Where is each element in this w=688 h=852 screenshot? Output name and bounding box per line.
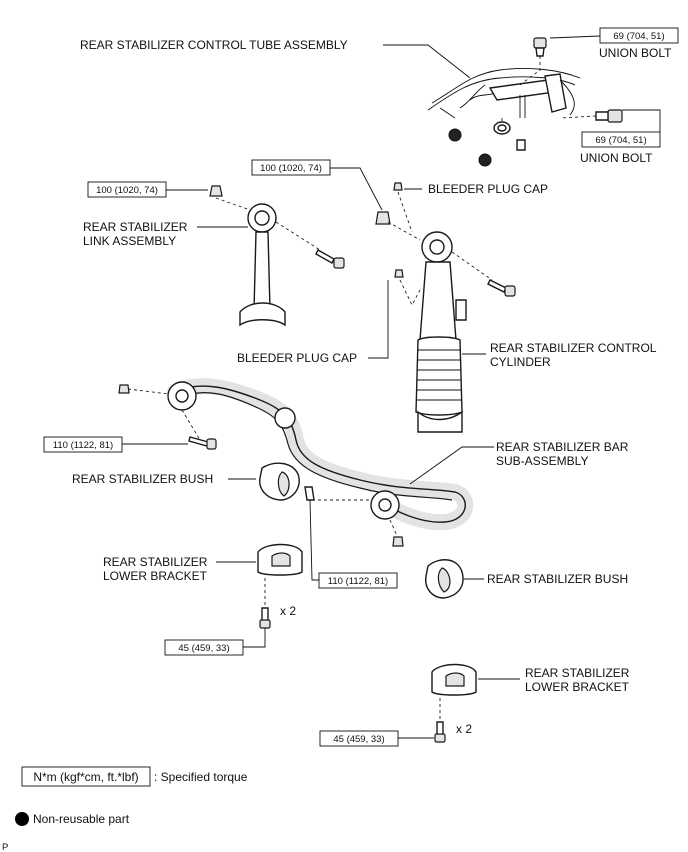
torque-union-bolt-top-group: 69 (704, 51)	[549, 27, 679, 44]
legend: N*m (kgf*cm, ft.*lbf) : Specified torque…	[15, 766, 248, 826]
torque-cylinder-nut: 100 (1020, 74)	[260, 163, 322, 174]
label-bush-right: REAR STABILIZER BUSH	[487, 572, 628, 586]
torque-bracket-bolt-right-group: 45 (459, 33)	[319, 730, 434, 747]
legend-torque-desc: : Specified torque	[154, 770, 248, 784]
stabilizer-bar-drawing	[118, 378, 474, 547]
legend-torque-unit: N*m (kgf*cm, ft.*lbf)	[33, 770, 138, 784]
label-bleeder-plug-cap-mid: BLEEDER PLUG CAP	[237, 351, 357, 365]
torque-link-nut-group: 100 (1020, 74)	[87, 181, 208, 198]
torque-bar-bolt-right: 110 (1122, 81)	[328, 576, 388, 587]
torque-union-bolt-top: 69 (704, 51)	[613, 31, 664, 42]
link-assembly-drawing	[209, 185, 345, 327]
torque-bar-bolt-left-group: 110 (1122, 81)	[43, 436, 188, 453]
torque-bracket-bolt-left-group: 45 (459, 33)	[164, 628, 266, 656]
label-bleeder-plug-cap-top: BLEEDER PLUG CAP	[428, 182, 548, 196]
torque-union-bolt-right: 69 (704, 51)	[595, 135, 646, 146]
corner-mark: P	[2, 842, 8, 852]
label-link-assembly-line2: LINK ASSEMBLY	[83, 234, 176, 248]
union-bolt-top-drawing	[519, 37, 547, 86]
bush-left-drawing	[228, 462, 300, 501]
torque-cylinder-nut-group: 100 (1020, 74)	[251, 159, 383, 211]
control-tube-assembly-drawing	[427, 68, 581, 119]
torque-bracket-bolt-right: 45 (459, 33)	[333, 734, 384, 745]
label-union-bolt-top: UNION BOLT	[599, 46, 672, 60]
label-lower-bracket-left-line1: REAR STABILIZER	[103, 555, 208, 569]
lower-bracket-left-drawing	[216, 543, 303, 629]
label-control-cylinder-line2: CYLINDER	[490, 355, 551, 369]
legend-non-reusable-marker	[15, 812, 29, 826]
gasket-drawing	[448, 118, 526, 167]
torque-union-bolt-right-group: 69 (704, 51)	[581, 109, 661, 148]
non-reusable-marker-2	[478, 153, 492, 167]
legend-torque-box	[21, 766, 151, 787]
label-bar-sub-assembly-line2: SUB-ASSEMBLY	[496, 454, 588, 468]
label-qty-left: x 2	[280, 604, 296, 618]
label-control-cylinder-line1: REAR STABILIZER CONTROL	[490, 341, 657, 355]
lower-bracket-right-drawing	[431, 663, 520, 743]
label-qty-right: x 2	[456, 722, 472, 736]
bush-right-drawing	[425, 559, 484, 599]
torque-bar-bolt-right-group: 110 (1122, 81)	[309, 499, 398, 589]
non-reusable-marker-1	[448, 128, 462, 142]
label-union-bolt-right: UNION BOLT	[580, 151, 653, 165]
label-lower-bracket-right-line1: REAR STABILIZER	[525, 666, 630, 680]
control-cylinder-drawing	[375, 182, 516, 433]
label-lower-bracket-left-line2: LOWER BRACKET	[103, 569, 208, 583]
torque-bar-bolt-left: 110 (1122, 81)	[53, 440, 113, 451]
label-lower-bracket-right-line2: LOWER BRACKET	[525, 680, 630, 694]
legend-non-reusable-text: Non-reusable part	[33, 812, 130, 826]
label-bar-sub-assembly-line1: REAR STABILIZER BAR	[496, 440, 629, 454]
label-control-tube-assembly: REAR STABILIZER CONTROL TUBE ASSEMBLY	[80, 38, 348, 52]
torque-bracket-bolt-left: 45 (459, 33)	[178, 643, 229, 654]
label-bush-left: REAR STABILIZER BUSH	[72, 472, 213, 486]
torque-link-nut: 100 (1020, 74)	[96, 185, 158, 196]
label-link-assembly-line1: REAR STABILIZER	[83, 220, 188, 234]
union-bolt-right-drawing	[559, 109, 623, 123]
